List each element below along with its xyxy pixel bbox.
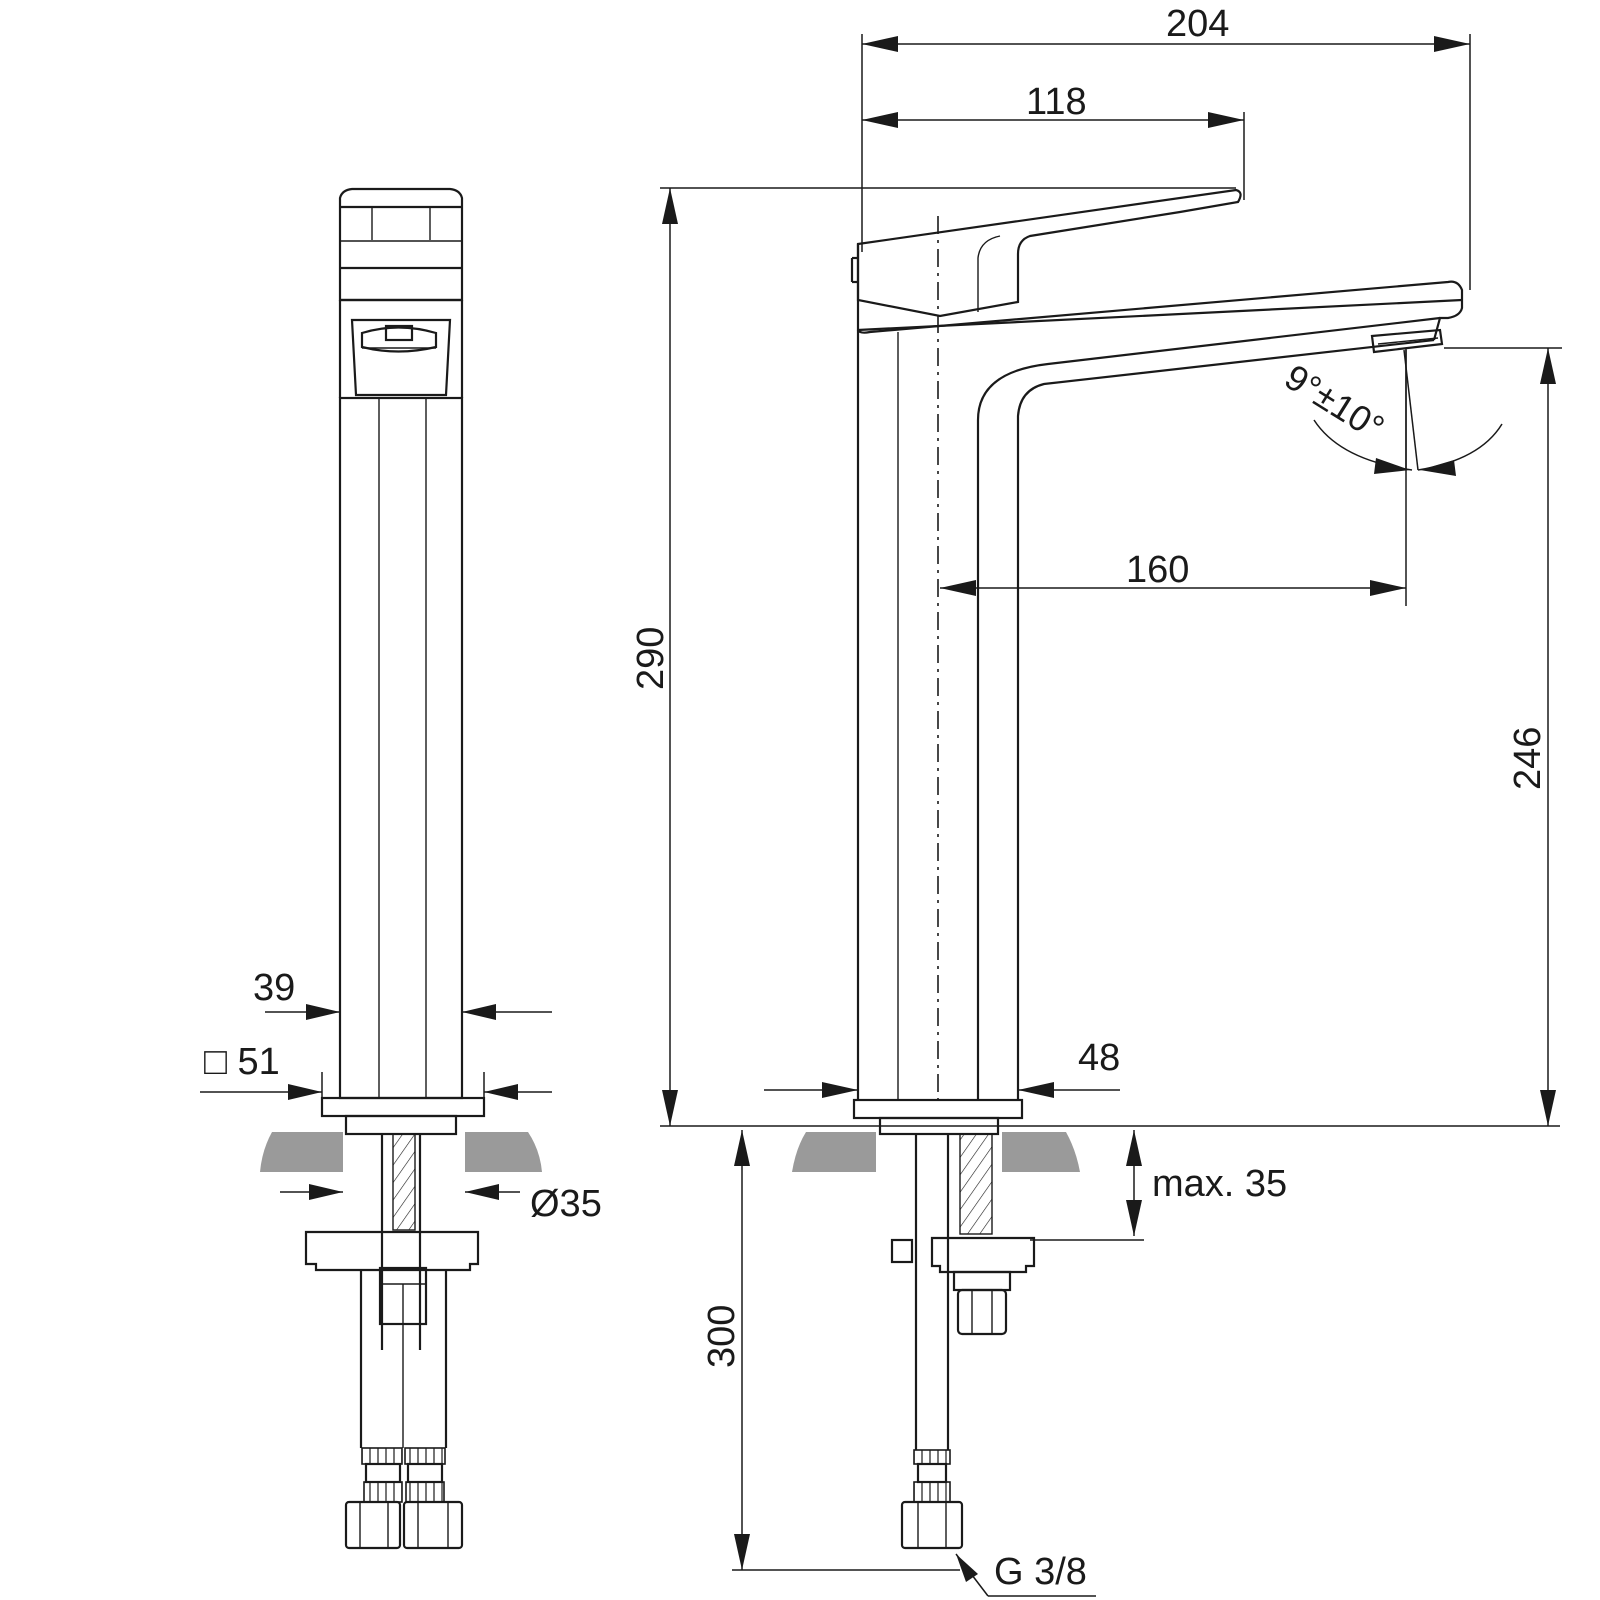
dim-204: 204 <box>861 3 1471 290</box>
dim-51-label: □ 51 <box>204 1041 280 1083</box>
front-spout <box>856 280 1464 1100</box>
side-body <box>320 396 486 1118</box>
front-body <box>852 216 1024 1120</box>
thread-callout: G 3/8 <box>955 1551 1096 1597</box>
dim-35-diameter: Ø35 <box>280 1183 602 1225</box>
dim-290-label: 290 <box>630 627 672 690</box>
dim-300-label: 300 <box>701 1305 743 1368</box>
dim-spray-angle-label: 9°±10° <box>1278 356 1392 448</box>
dim-39-label: 39 <box>253 967 295 1009</box>
dim-51: □ 51 <box>200 1041 552 1100</box>
side-head <box>338 187 464 398</box>
dim-spray-angle: 9°±10° <box>1278 349 1503 476</box>
side-hose-ends <box>344 1447 464 1550</box>
front-view: 204 118 160 290 <box>630 3 1562 1597</box>
dim-118: 118 <box>862 81 1245 200</box>
dim-160-label: 160 <box>1126 549 1189 591</box>
front-hose-end <box>900 1449 964 1550</box>
dim-246-label: 246 <box>1507 727 1549 790</box>
dim-204-label: 204 <box>1166 3 1229 45</box>
dim-160: 160 <box>940 348 1407 606</box>
dim-48-label: 48 <box>1078 1037 1120 1079</box>
front-fixing <box>890 1133 1036 1450</box>
dim-35-label: Ø35 <box>530 1183 602 1225</box>
front-basin <box>792 1116 1080 1172</box>
dim-246: 246 <box>1444 347 1562 1126</box>
front-handle <box>850 188 1242 318</box>
dim-300: 300 <box>701 1130 960 1571</box>
dim-48: 48 <box>764 1037 1120 1098</box>
side-basin <box>260 1114 542 1172</box>
dim-118-label: 118 <box>1026 81 1087 123</box>
dim-max-35-label: max. 35 <box>1152 1163 1287 1205</box>
thread-label: G 3/8 <box>994 1551 1087 1593</box>
side-fixing <box>304 1133 480 1448</box>
dim-39: 39 <box>253 967 552 1020</box>
dim-290: 290 <box>630 187 1560 1127</box>
side-view: 39 □ 51 Ø35 <box>200 187 602 1550</box>
dim-max-35: max. 35 <box>1030 1130 1287 1241</box>
